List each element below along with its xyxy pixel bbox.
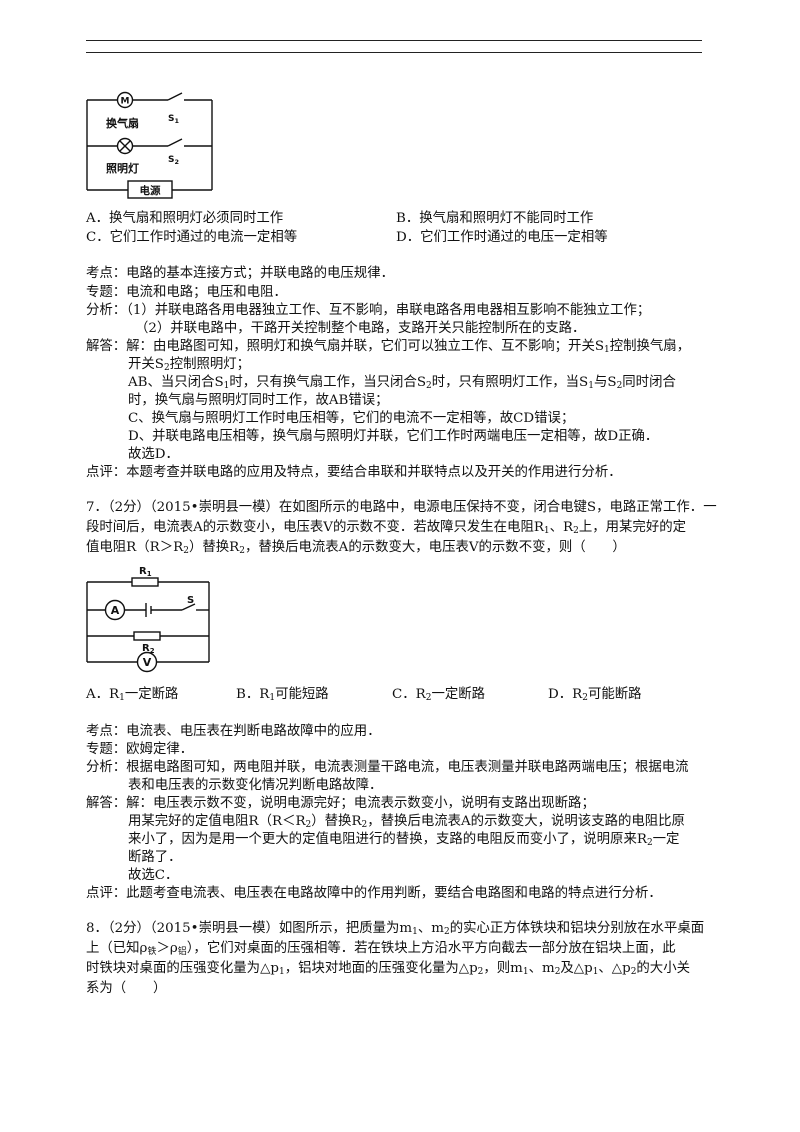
q6-jieda-3: AB、当只闭合S1时，只有换气扇工作，当只闭合S2时，只有照明灯工作，当S1与S… xyxy=(128,375,676,391)
q6-dianping: 点评：本题考查并联电路的应用及特点，要结合串联和并联特点以及开关的作用进行分析． xyxy=(86,465,622,480)
q7-jieda-1: 解答：解：电压表示数不变，说明电源完好；电流表示数变小，说明有支路出现断路； xyxy=(86,796,595,811)
ammeter-symbol: A xyxy=(111,604,120,617)
q7-stem-3: 值电阻R（R＞R2）替换R2，替换后电流表A的示数变大，电压表V的示数不变，则（… xyxy=(86,540,626,556)
power-label: 电源 xyxy=(140,184,161,197)
header-rule-top xyxy=(86,40,702,41)
q7-fenxi-1: 分析：根据电路图可知，两电阻并联，电流表测量干路电流，电压表测量并联电路两端电压… xyxy=(86,760,689,775)
q6-jieda-5: C、换气扇与照明灯工作时电压相等，它们的电流不一定相等，故CD错误； xyxy=(128,411,575,426)
header-rule-bottom xyxy=(86,52,702,53)
q6-jieda-1: 解答：解：由电路图可知，照明灯和换气扇并联，它们可以独立工作、互不影响；开关S1… xyxy=(86,339,691,355)
q7-dianping: 点评：此题考查电流表、电压表在电路故障中的作用判断，要结合电路图和电路的特点进行… xyxy=(86,886,662,901)
q7-stem-1: 7．（2分）（2015•崇明县一模）在如图所示的电路中，电源电压保持不变，闭合电… xyxy=(86,500,717,515)
switch-s1-label: S1 xyxy=(168,114,179,125)
switch-s-label: S xyxy=(187,595,194,606)
q6-jieda-2: 开关S2控制照明灯； xyxy=(128,357,251,373)
q7-jieda-3: 来小了，因为是用一个更大的定值电阻进行的替换，支路的电阻反而变小了，说明原来R2… xyxy=(128,832,680,848)
q6-option-d: D．它们工作时通过的电压一定相等 xyxy=(396,230,608,245)
q6-jieda-4: 时，换气扇与照明灯同时工作，故AB错误； xyxy=(128,393,389,408)
q6-fenxi-1: 分析：（1）并联电路各用电器独立工作、互不影响，串联电路各用电器相互影响不能独立… xyxy=(86,303,651,318)
motor-symbol: M xyxy=(121,97,130,107)
q8-stem-1: 8．（2分）（2015•崇明县一模）如图所示，把质量为m1、m2的实心正方体铁块… xyxy=(86,921,705,937)
q6-jieda-7: 故选D． xyxy=(128,447,179,462)
q8-stem-2: 上（已知ρ铁＞ρ铝），它们对桌面的压强相等．若在铁块上方沿水平方向截去一部分放在… xyxy=(86,941,676,957)
circuit-diagram-fan-lamp: M 换气扇 照明灯 电源 S1 S2 xyxy=(86,91,213,199)
q6-kaodian: 考点：电路的基本连接方式；并联电路的电压规律． xyxy=(86,266,394,281)
q6-option-b: B．换气扇和照明灯不能同时工作 xyxy=(396,211,594,226)
voltmeter-symbol: V xyxy=(143,656,152,669)
switch-s2-label: S2 xyxy=(168,155,179,166)
lamp-label: 照明灯 xyxy=(106,161,139,175)
fan-label: 换气扇 xyxy=(106,116,139,130)
q7-fenxi-2: 表和电压表的示数变化情况判断电路故障． xyxy=(128,778,383,793)
q7-option-c: C．R2一定断路 xyxy=(392,687,486,703)
q6-zhuanti: 专题：电流和电路；电压和电阻． xyxy=(86,285,287,300)
circuit-diagram-r1-r2: R1 A S R2 V xyxy=(86,566,210,673)
q7-jieda-4: 断路了． xyxy=(128,850,182,865)
q6-option-a: A．换气扇和照明灯必须同时工作 xyxy=(86,211,284,226)
q7-jieda-2: 用某完好的定值电阻R（R＜R2）替换R2，替换后电流表A的示数变大，说明该支路的… xyxy=(128,814,685,830)
q8-stem-3: 时铁块对桌面的压强变化量为△p1，铝块对地面的压强变化量为△p2，则m1、m2及… xyxy=(86,961,690,977)
q7-option-a: A．R1一定断路 xyxy=(86,687,179,703)
q6-fenxi-2: （2）并联电路中，干路开关控制整个电路，支路开关只能控制所在的支路． xyxy=(135,321,586,336)
q7-kaodian: 考点：电流表、电压表在判断电路故障中的应用． xyxy=(86,724,381,739)
q7-option-d: D．R2可能断路 xyxy=(548,687,642,703)
q7-zhuanti: 专题：欧姆定律． xyxy=(86,742,194,757)
q6-jieda-6: D、并联电路电压相等，换气扇与照明灯并联，它们工作时两端电压一定相等，故D正确． xyxy=(128,429,659,444)
r2-label: R2 xyxy=(142,643,155,655)
q6-option-c: C．它们工作时通过的电流一定相等 xyxy=(86,230,298,245)
q7-jieda-5: 故选C． xyxy=(128,868,179,883)
q7-option-b: B．R1可能短路 xyxy=(236,687,329,703)
q8-stem-4: 系为（ ） xyxy=(86,981,167,996)
r1-label: R1 xyxy=(139,566,152,578)
q7-stem-2: 段时间后，电流表A的示数变小，电压表V的示数不变．若故障只发生在电阻R1、R2上… xyxy=(86,520,686,536)
